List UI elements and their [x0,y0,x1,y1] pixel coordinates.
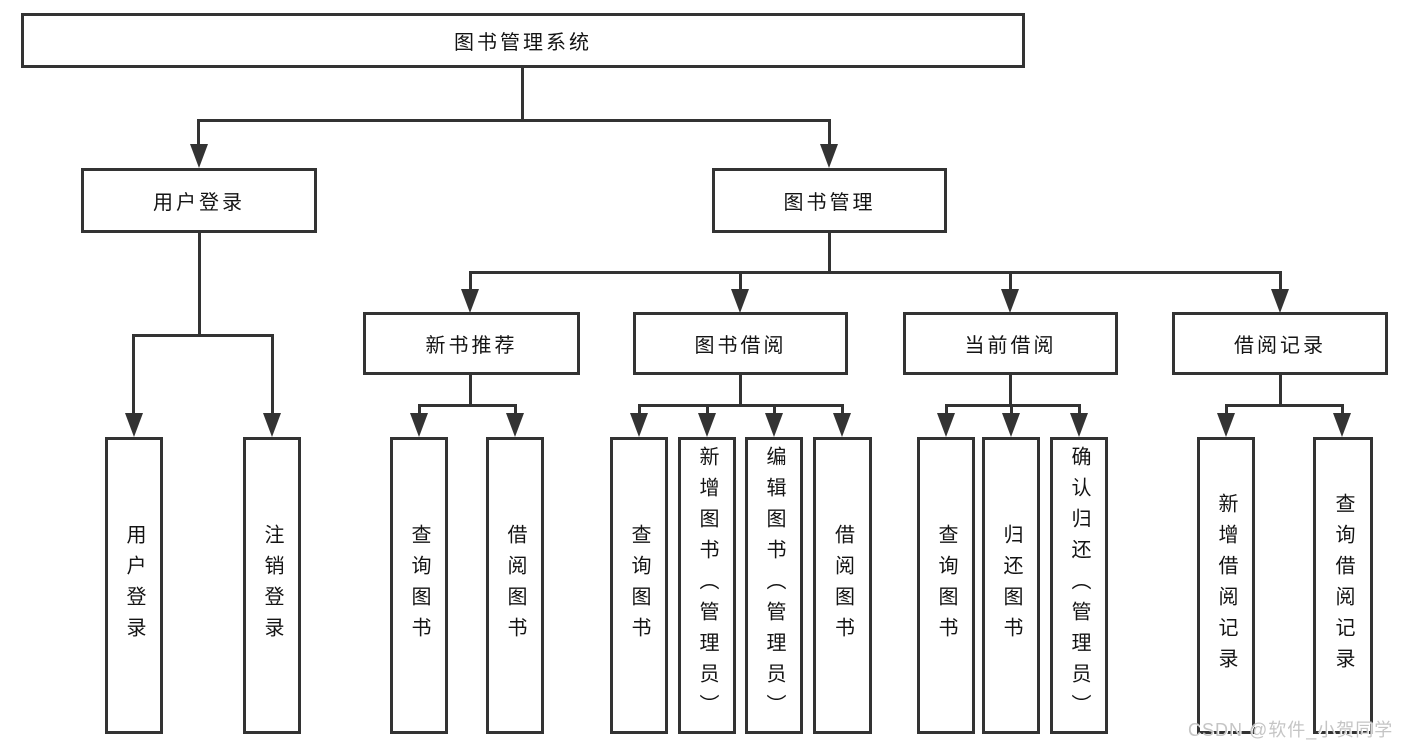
connector-line [469,375,472,405]
connector-line [521,68,524,121]
leaf-confirm-return-admin: 确认归还（管理员） [1050,437,1108,734]
connector-line [1279,375,1282,405]
connector-arrow [731,289,749,313]
connector-line [418,404,421,419]
node-new-book-recommend: 新书推荐 [363,312,580,375]
connector-arrow [1001,289,1019,313]
connector-line [706,404,709,419]
connector-arrow [506,413,524,437]
connector-arrow [765,413,783,437]
node-book-borrow: 图书借阅 [633,312,848,375]
connector-line [828,119,831,148]
connector-arrow [937,413,955,437]
connector-line [469,271,472,291]
connector-line [1279,271,1282,291]
connector-line [739,375,742,405]
leaf-logout: 注销登录 [243,437,301,734]
connector-line [198,233,201,335]
node-current-borrow: 当前借阅 [903,312,1118,375]
connector-line [470,271,1281,274]
connector-line [1225,404,1228,419]
leaf-query-borrow-record: 查询借阅记录 [1313,437,1373,734]
connector-line [1009,271,1012,291]
connector-arrow [410,413,428,437]
leaf-borrow-books-recommend: 借阅图书 [486,437,544,734]
connector-arrow [461,289,479,313]
connector-arrow [1002,413,1020,437]
connector-line [132,334,135,417]
connector-arrow [1070,413,1088,437]
connector-line [198,119,831,122]
leaf-user-login: 用户登录 [105,437,163,734]
connector-arrow [190,144,208,168]
connector-arrow [125,413,143,437]
connector-line [638,404,641,419]
connector-line [828,233,831,273]
connector-line [773,404,776,419]
leaf-query-books-current: 查询图书 [917,437,975,734]
node-book-management: 图书管理 [712,168,947,233]
leaf-return-books: 归还图书 [982,437,1040,734]
leaf-add-books-admin: 新增图书（管理员） [678,437,736,734]
connector-line [419,404,516,407]
node-user-login: 用户登录 [81,168,317,233]
connector-line [197,119,200,148]
node-library-system: 图书管理系统 [21,13,1025,68]
connector-line [1010,404,1013,419]
connector-line [133,334,274,337]
connector-arrow [263,413,281,437]
connector-line [514,404,517,419]
connector-line [1226,404,1343,407]
connector-arrow [1333,413,1351,437]
connector-arrow [630,413,648,437]
connector-arrow [833,413,851,437]
connector-arrow [698,413,716,437]
leaf-add-borrow-record: 新增借阅记录 [1197,437,1255,734]
connector-line [841,404,844,419]
csdn-watermark: CSDN @软件_小贺同学 [1188,720,1394,740]
leaf-query-books-borrow: 查询图书 [610,437,668,734]
connector-line [739,271,742,291]
leaf-query-books-recommend: 查询图书 [390,437,448,734]
connector-line [1341,404,1344,419]
connector-line [946,404,1080,407]
connector-line [1078,404,1081,419]
connector-line [271,334,274,417]
connector-line [639,404,843,407]
node-borrow-records: 借阅记录 [1172,312,1388,375]
leaf-edit-books-admin: 编辑图书（管理员） [745,437,803,734]
connector-arrow [1271,289,1289,313]
connector-arrow [820,144,838,168]
connector-line [1009,375,1012,405]
connector-line [945,404,948,419]
leaf-borrow-books: 借阅图书 [813,437,872,734]
connector-arrow [1217,413,1235,437]
